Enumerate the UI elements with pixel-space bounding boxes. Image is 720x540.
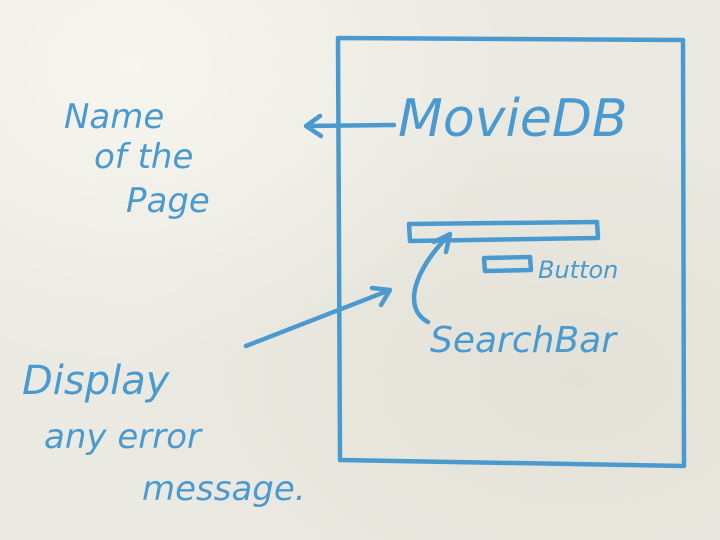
annotation-error-line-2: any error	[44, 417, 203, 457]
annotation-error-line-1: Display	[22, 358, 171, 404]
search-bar-mock	[406, 219, 601, 244]
arrow-searchbar	[411, 231, 453, 325]
arrow-title-annotation	[303, 113, 397, 139]
annotation-name-line-3: Page	[126, 181, 210, 221]
annotation-name-line-2: of the	[94, 137, 193, 177]
page-frame	[335, 35, 687, 469]
page-title: MovieDB	[398, 89, 628, 149]
annotation-name-line-1: Name	[64, 97, 164, 137]
button-mock	[481, 254, 534, 274]
annotation-error-line-3: message.	[142, 469, 306, 509]
arrow-error-message	[243, 285, 393, 349]
button-label: Button	[538, 256, 618, 284]
searchbar-label: SearchBar	[430, 320, 618, 361]
